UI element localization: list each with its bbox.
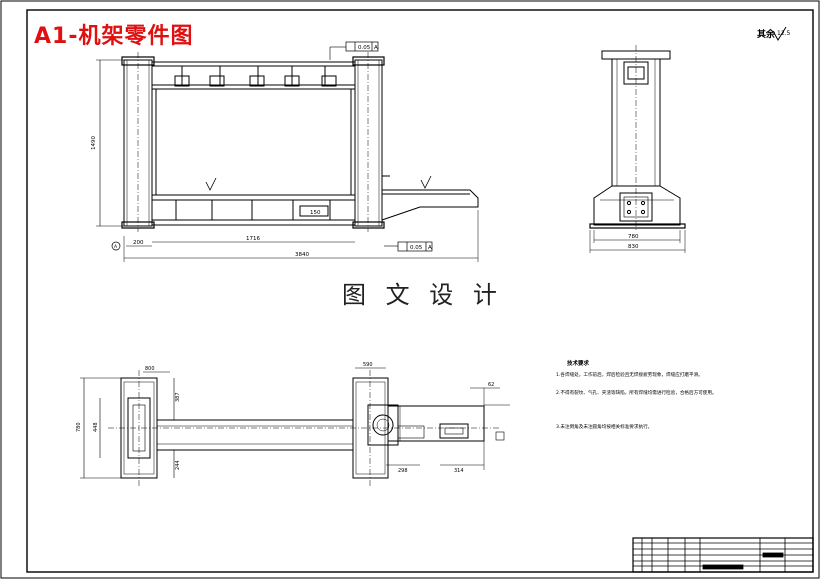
svg-text:830: 830 [628,244,639,250]
svg-text:298: 298 [398,468,408,474]
top-view [80,367,510,486]
front-view-labels: 1490 1716 3840 200 150 0.05 A 0.05 A A [91,45,432,258]
side-view [589,45,686,253]
svg-text:244: 244 [175,460,181,470]
svg-text:2.不得有裂纹、气孔、夹渣等缺陷，所有焊缝均需进行检验，合格: 2.不得有裂纹、气孔、夹渣等缺陷，所有焊缝均需进行检验，合格后方可使用。 [556,389,717,396]
svg-text:150: 150 [310,210,321,216]
top-view-labels: 800 780 448 387 244 590 62 298 314 [76,362,494,474]
svg-text:1490: 1490 [91,136,97,150]
svg-text:314: 314 [454,468,464,474]
svg-text:0.05: 0.05 [358,45,371,51]
side-view-labels: 780 830 [628,234,639,250]
svg-text:0.05: 0.05 [410,245,423,251]
title-block [632,537,814,573]
svg-text:780: 780 [628,234,639,240]
svg-text:其余: 其余 [757,28,776,40]
svg-text:12.5: 12.5 [777,30,791,37]
inner-border [26,9,814,573]
svg-text:1.各焊缝处，工作前后，焊后检验且无焊接疲劳现象，焊缝应打磨: 1.各焊缝处，工作前后，焊后检验且无焊接疲劳现象，焊缝应打磨平滑。 [556,371,703,378]
watermark-text: 图 文 设 计 [342,281,503,309]
svg-text:780: 780 [76,422,82,432]
svg-text:590: 590 [363,362,373,368]
svg-text:448: 448 [93,422,99,432]
svg-text:800: 800 [145,366,155,372]
svg-text:1716: 1716 [246,236,260,242]
roughness-symbol: 其余 12.5 [757,26,791,41]
svg-text:200: 200 [133,240,144,246]
drawing-title: A1-机架零件图 [34,24,194,49]
svg-text:A: A [114,244,118,250]
svg-text:387: 387 [175,392,181,402]
front-view [96,41,479,262]
svg-text:3840: 3840 [295,252,309,258]
svg-text:62: 62 [488,382,494,388]
svg-text:3.未注倒角及未注圆角均按相关标准要求执行。: 3.未注倒角及未注圆角均按相关标准要求执行。 [556,423,652,430]
svg-text:技术要求: 技术要求 [567,359,590,367]
technical-requirements: 技术要求 1.各焊缝处，工作前后，焊后检验且无焊接疲劳现象，焊缝应打磨平滑。 2… [556,359,717,430]
svg-text:A: A [374,45,378,51]
svg-text:A: A [428,245,432,251]
